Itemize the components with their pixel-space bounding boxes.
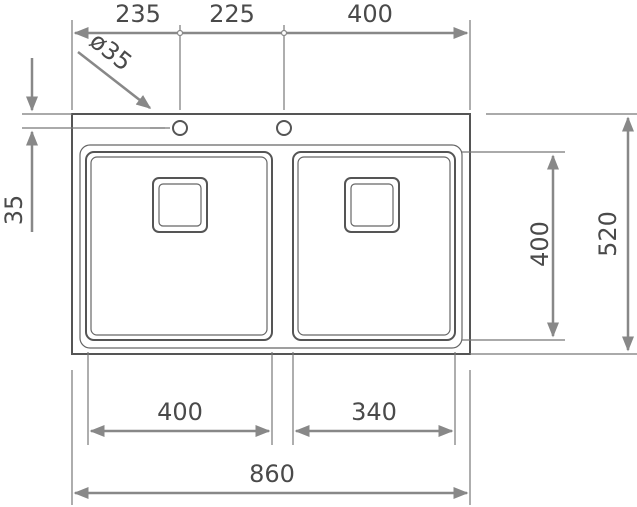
dim-right-400: 400 bbox=[526, 221, 554, 267]
left-drain bbox=[152, 177, 208, 233]
right-inner-height-dimension: 400 bbox=[462, 151, 565, 341]
right-drain-inner bbox=[350, 183, 394, 227]
dim-bottom-860: 860 bbox=[249, 460, 295, 488]
right-total-height-dimension: 520 bbox=[470, 113, 637, 355]
left-drain-inner bbox=[158, 183, 202, 227]
hole-diameter-leader: ø35 bbox=[77, 27, 170, 129]
left-bowl bbox=[85, 151, 273, 341]
bowl-frame bbox=[79, 144, 463, 349]
dim-top-225: 225 bbox=[209, 0, 255, 28]
tap-hole-1 bbox=[172, 120, 188, 136]
dim-top-235: 235 bbox=[115, 0, 161, 28]
right-drain bbox=[344, 177, 400, 233]
top-dimensions: 235 225 400 bbox=[71, 0, 471, 110]
sink-body bbox=[71, 113, 471, 355]
dim-left-35: 35 bbox=[0, 195, 28, 226]
dim-right-520: 520 bbox=[594, 211, 622, 257]
dim-top-400: 400 bbox=[347, 0, 393, 28]
tap-hole-2 bbox=[276, 120, 292, 136]
left-bowl-inner bbox=[90, 156, 268, 336]
left-offset-dimension: 35 bbox=[0, 58, 165, 232]
dim-bottom-340: 340 bbox=[351, 398, 397, 426]
right-bowl-inner bbox=[297, 156, 451, 336]
bottom-total-dimension: 860 bbox=[71, 370, 471, 505]
right-bowl bbox=[292, 151, 456, 341]
sink-outer-rim bbox=[71, 113, 471, 355]
bottom-bowl-dimensions: 400 340 bbox=[87, 352, 456, 445]
dim-bottom-400: 400 bbox=[157, 398, 203, 426]
